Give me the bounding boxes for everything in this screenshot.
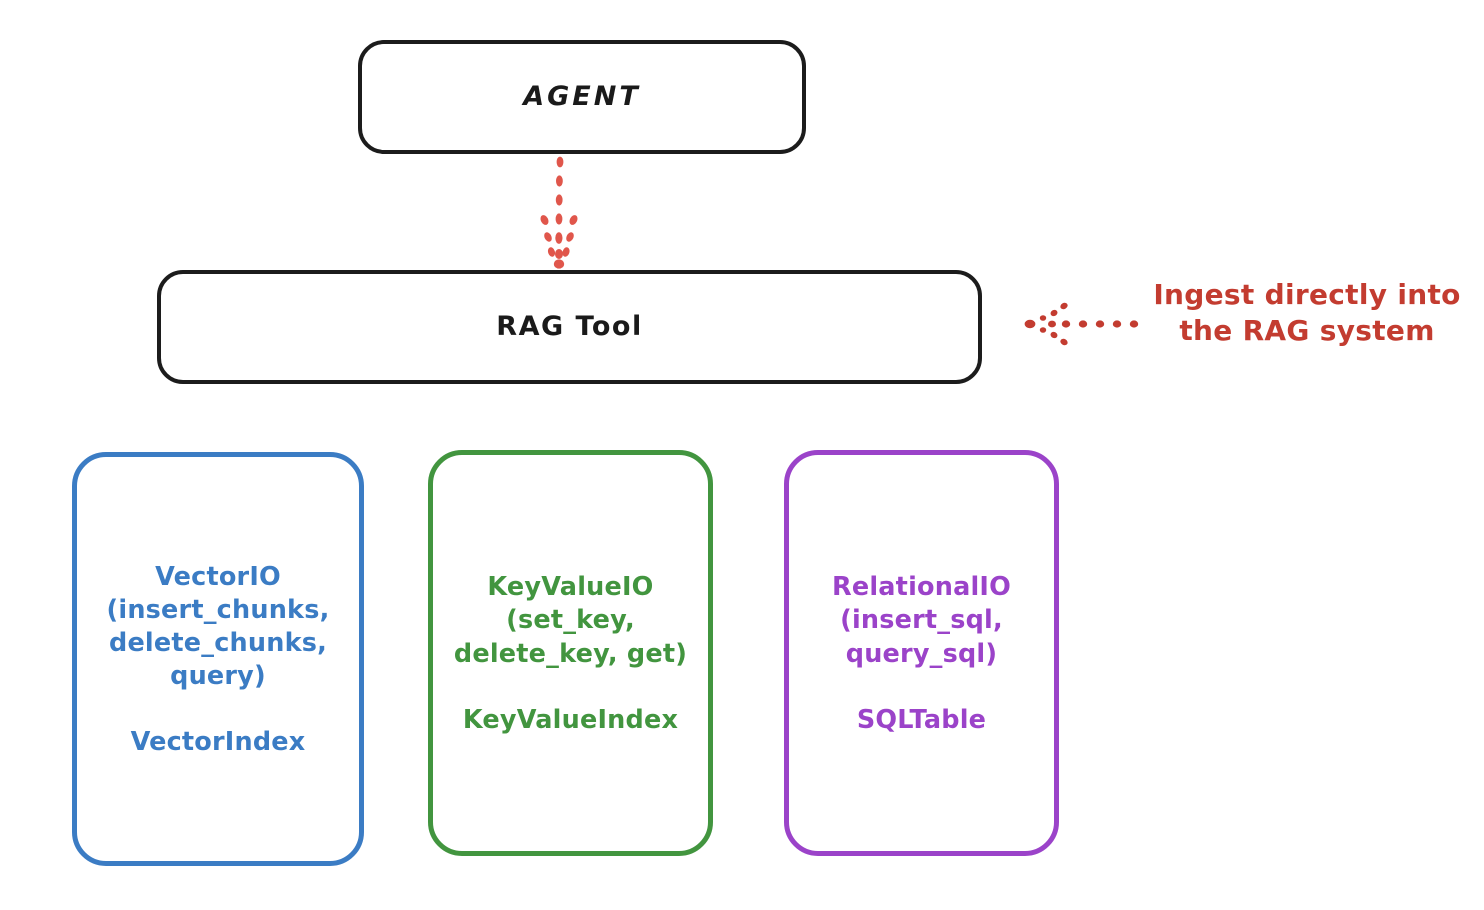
node-agent[interactable]: AGENT: [358, 40, 806, 154]
edge-agent-to-rag-tool-icon: [540, 156, 578, 269]
node-key-value-io-label: KeyValueIO (set_key, delete_key, get): [453, 572, 688, 669]
node-rag-tool-label: RAG Tool: [496, 310, 643, 342]
node-rag-tool[interactable]: RAG Tool: [157, 270, 982, 384]
node-vector-io-label: VectorIO (insert_chunks, delete_chunks, …: [106, 561, 330, 692]
node-agent-label: AGENT: [523, 80, 641, 112]
node-relational-io-label: RelationalIO (insert_sql, query_sql): [832, 572, 1011, 669]
node-vector-io[interactable]: VectorIO (insert_chunks, delete_chunks, …: [72, 452, 364, 866]
node-relational-io[interactable]: RelationalIO (insert_sql, query_sql) SQL…: [784, 450, 1059, 856]
annotation-ingest-directly: Ingest directly into the RAG system: [1153, 278, 1461, 347]
node-relational-io-index-label: SQLTable: [856, 704, 987, 735]
node-key-value-io-index-label: KeyValueIndex: [462, 704, 679, 735]
node-vector-io-index-label: VectorIndex: [130, 727, 306, 758]
node-key-value-io[interactable]: KeyValueIO (set_key, delete_key, get) Ke…: [428, 450, 713, 856]
edge-annotation-to-rag-tool-icon: [1024, 302, 1139, 346]
